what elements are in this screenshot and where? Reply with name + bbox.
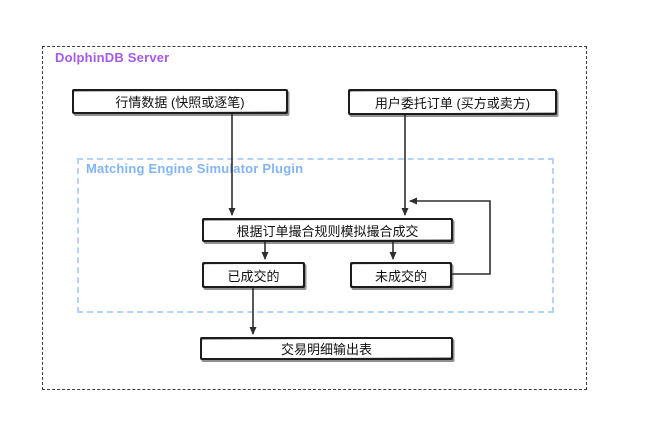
matching-engine-plugin-container: [77, 158, 554, 313]
node-market-data-label: 行情数据 (快照或逐笔): [115, 95, 245, 110]
node-unfilled-orders: 未成交的: [350, 262, 452, 288]
node-matching-engine: 根据订单撮合规则模拟撮合成交: [202, 218, 453, 242]
dolphindb-server-title: DolphinDB Server: [55, 50, 170, 65]
node-filled-orders: 已成交的: [202, 262, 305, 288]
node-matching-engine-label: 根据订单撮合规则模拟撮合成交: [236, 223, 419, 239]
dolphindb-server-container: [42, 46, 587, 390]
node-output-table-label: 交易明细输出表: [280, 342, 372, 357]
matching-engine-plugin-title: Matching Engine Simulator Plugin: [86, 161, 304, 176]
node-unfilled-orders-label: 未成交的: [374, 268, 427, 284]
node-filled-orders-label: 已成交的: [227, 268, 280, 284]
node-user-orders: 用户委托订单 (买方或卖方): [348, 89, 557, 115]
node-user-orders-label: 用户委托订单 (买方或卖方): [374, 95, 531, 111]
node-output-table: 交易明细输出表: [200, 337, 453, 360]
node-market-data: 行情数据 (快照或逐笔): [72, 89, 288, 114]
